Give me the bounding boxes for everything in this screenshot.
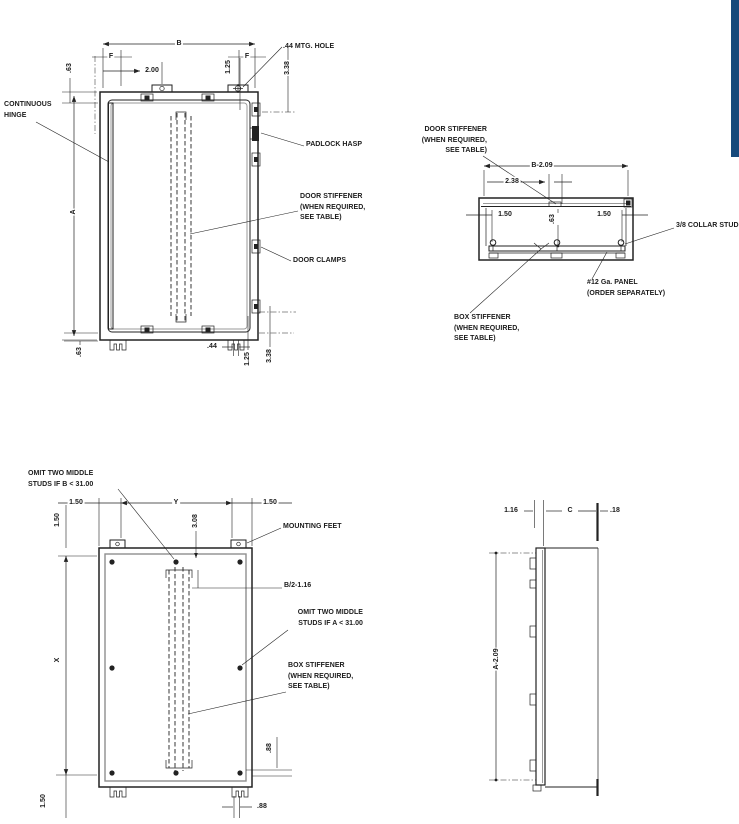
front-dim-2-00: 2.00 [143,65,161,77]
front-callout-padlock-hasp: PADLOCK HASP [306,141,363,148]
front-callout-door-stiffener: DOOR STIFFENER (WHEN REQUIRED, SEE TABLE… [300,193,366,221]
top-callout-collar-stud: 3/8 COLLAR STUD [676,222,739,229]
rear-dim-3-08: 3.08 [190,513,202,529]
top-dim-1-50-left: 1.50 [496,209,514,221]
rear-dim-1-50-top-left: 1.50 [67,497,85,509]
front-callout-door-clamps: DOOR CLAMPS [293,257,347,264]
accent-bar [731,0,739,157]
front-dim-3-38-top: 3.38 [282,60,294,76]
front-view [35,41,305,356]
front-callout-continuous-hinge: CONTINUOUS HINGE [4,101,52,119]
rear-dim-1-50-upper: 1.50 [52,512,64,528]
side-dim-1-16: 1.16 [502,505,520,517]
padlock-hasp-shape [252,126,259,141]
side-view [489,500,608,796]
top-dim-2-38: 2.38 [503,176,521,188]
rear-dim-x: X [52,656,64,664]
rear-dim-1-50-top-right: 1.50 [261,497,279,509]
top-callout-panel: #12 Ga. PANEL (ORDER SEPARATELY) [587,279,666,297]
front-dim-f-left: F [107,51,115,63]
rear-dim-1-50-bottom: 1.50 [38,793,50,809]
rear-dim-88-bottom: .88 [255,801,269,813]
rear-callout-box-stiffener: BOX STIFFENER (WHEN REQUIRED, SEE TABLE) [288,662,354,690]
front-dim-63-bottom: .63 [74,346,86,358]
top-dim-b-2-09: B-2.09 [529,160,555,172]
rear-callout-mounting-feet: MOUNTING FEET [283,523,342,530]
front-callout-mtg-hole: .44 MTG. HOLE [283,43,335,50]
rear-view [56,488,292,818]
top-dim-63: .63 [547,213,559,225]
rear-callout-omit-b: OMIT TWO MIDDLE STUDS IF B < 31.00 [28,470,94,488]
door-stiffener-section [548,201,562,207]
front-dim-b: B [174,38,184,50]
rear-dim-y: Y [172,497,180,509]
continuous-hinge-shape [108,102,114,330]
front-dim-1-25-top: 1.25 [223,59,235,75]
front-dim-a: A [68,208,80,216]
front-dim-44-bottom: .44 [205,341,219,353]
front-dim-f-right: F [243,51,251,63]
top-view [466,155,675,314]
rear-dim-half-width: B/2-1.16 [284,582,312,589]
front-dim-3-38-bottom: 3.38 [264,348,276,364]
front-dim-1-25-bottom: 1.25 [242,351,254,367]
side-dim-c: C [565,505,575,517]
rear-callout-omit-a: OMIT TWO MIDDLE STUDS IF A < 31.00 [297,609,363,627]
front-dim-63-top: .63 [64,62,76,74]
rear-dim-88-right: .88 [264,742,276,754]
top-callout-door-stiffener: DOOR STIFFENER (WHEN REQUIRED, SEE TABLE… [421,126,487,154]
top-dim-1-50-right: 1.50 [595,209,613,221]
top-callout-box-stiffener: BOX STIFFENER (WHEN REQUIRED, SEE TABLE) [454,314,520,342]
side-dim-18: .18 [608,505,622,517]
side-dim-a-2-09: A-2.09 [491,647,503,671]
